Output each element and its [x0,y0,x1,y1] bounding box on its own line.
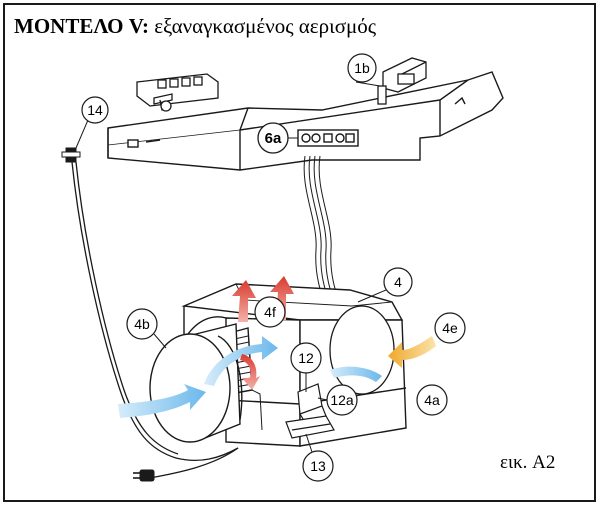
connector-1b [377,57,427,105]
svg-text:12: 12 [298,350,314,366]
callout-4e: 4e [434,312,466,344]
right-intake-ring [329,305,395,395]
leader-12a [317,397,328,401]
callout-4f: 4f [254,296,286,328]
callout-12: 12 [290,342,322,374]
airflow-in-arrow-right [388,336,436,368]
callout-1b: 1b [347,53,377,83]
side-lip [251,389,263,431]
svg-text:14: 14 [87,102,103,118]
leader-4 [357,289,387,303]
exhaust-arrow-2 [270,276,294,320]
callout-12a: 12a [326,384,358,416]
callout-6a: 6a [257,122,289,154]
figure-caption: εικ. A2 [500,452,556,473]
leader-1b [355,81,381,87]
svg-text:12a: 12a [330,392,354,408]
title-model: ΜΟΝΤΕΛΟ V: [14,14,149,38]
svg-text:13: 13 [310,458,326,474]
svg-text:4f: 4f [264,304,276,320]
airflow-right-arrow [330,366,382,382]
svg-text:4: 4 [394,274,402,290]
exhaust-arrow-1 [232,280,256,322]
callout-4a: 4a [416,384,448,416]
leader-14 [75,119,89,149]
switch-module [136,73,219,112]
svg-text:1b: 1b [354,60,370,76]
svg-text:4e: 4e [442,320,458,336]
left-fan-cylinder [149,323,243,443]
fan-heat-arrow [240,354,260,390]
figure-title: ΜΟΝΤΕΛΟ V: εξαναγκασμένος αερισμός [14,14,376,39]
svg-text:4a: 4a [424,392,440,408]
mounting-frame [107,71,504,171]
plug [133,469,155,482]
airflow-inner-arrow [204,336,278,386]
callout-4b: 4b [126,308,158,340]
cable-clip-14 [61,147,81,163]
bottom-tray-13 [285,415,335,439]
title-description: εξαναγκασμένος αερισμός [148,14,377,38]
svg-text:4b: 4b [134,316,150,332]
svg-text:6a: 6a [265,130,282,147]
callout-14: 14 [81,96,109,124]
callout-4: 4 [383,267,413,297]
airflow-in-arrow-left [118,384,206,418]
panel-button-2 [311,133,321,143]
leader-4b [153,333,167,349]
callout-13: 13 [302,450,334,482]
panel-button-3 [335,133,345,143]
leader-13 [305,433,313,453]
panel-button-1 [301,133,311,143]
